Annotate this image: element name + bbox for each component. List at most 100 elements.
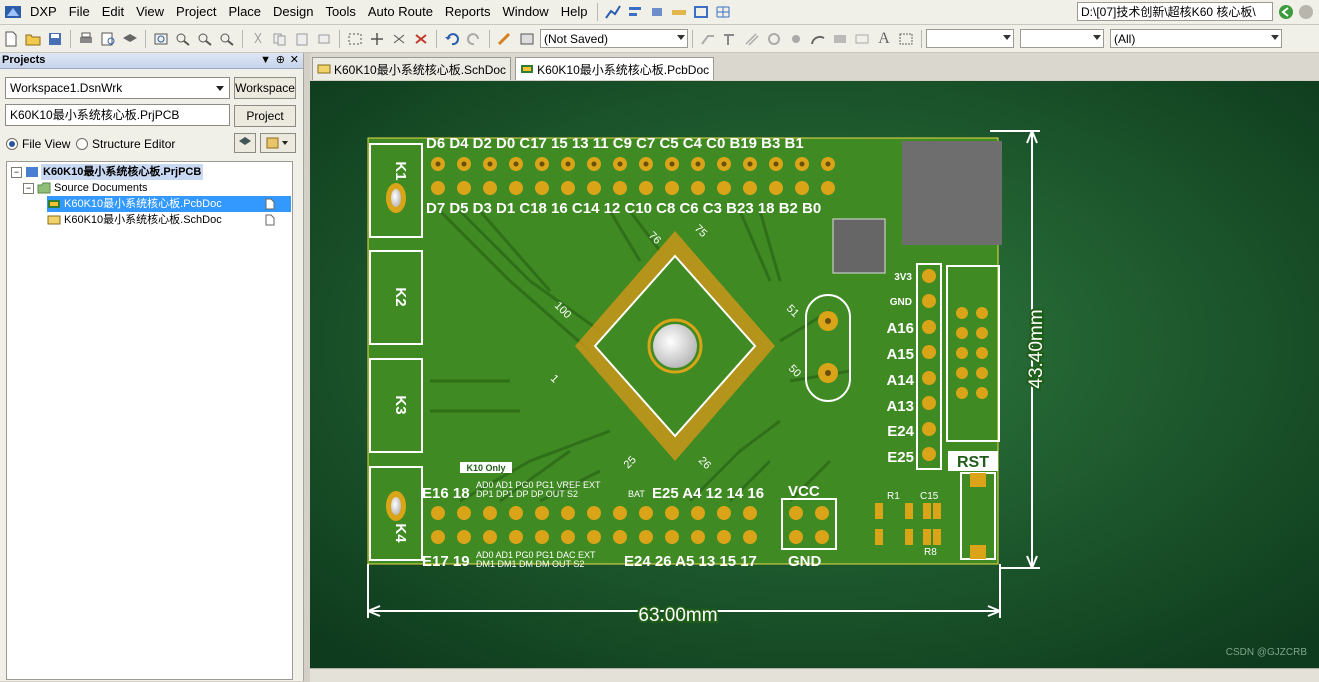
crossprobe-icon[interactable] <box>495 30 515 48</box>
open-folder-icon[interactable] <box>23 30 43 48</box>
align-icon[interactable] <box>625 3 645 21</box>
toolbar-separator <box>692 29 693 48</box>
tree-file-schdoc[interactable]: K60K10最小系统核心板.SchDoc <box>47 212 291 228</box>
forward-icon[interactable] <box>1296 3 1316 21</box>
chart-icon[interactable] <box>603 3 623 21</box>
menu-project[interactable]: Project <box>176 4 217 19</box>
ruler-icon[interactable] <box>669 3 689 21</box>
structure-editor-radio[interactable]: Structure Editor <box>76 137 175 151</box>
project-field[interactable]: K60K10最小系统核心板.PrjPCB <box>5 104 230 126</box>
zoom-area-icon[interactable] <box>173 30 193 48</box>
deselect-icon[interactable] <box>389 30 409 48</box>
net-combo[interactable] <box>1020 29 1104 48</box>
print-preview-icon[interactable] <box>98 30 118 48</box>
menu-view[interactable]: View <box>136 4 165 19</box>
clear-filter-icon[interactable] <box>411 30 431 48</box>
tab-schdoc[interactable]: K60K10最小系统核心板.SchDoc <box>312 57 512 80</box>
workspace-combo[interactable]: Workspace1.DsnWrk <box>5 77 230 99</box>
document-path-field[interactable]: D:\[07]技术创新\超核K60 核心板\ <box>1077 2 1273 21</box>
tab-schdoc-label: K60K10最小系统核心板.SchDoc <box>334 62 507 77</box>
move-icon[interactable] <box>367 30 387 48</box>
file-view-radio[interactable]: File View <box>6 137 70 151</box>
collapse-icon[interactable]: − <box>23 182 34 194</box>
array-paste-icon[interactable] <box>896 30 916 48</box>
browse-components-icon[interactable] <box>517 30 537 48</box>
k1-label: K1 <box>392 161 409 180</box>
menu-window[interactable]: Window <box>502 4 549 19</box>
menu-place[interactable]: Place <box>228 4 262 19</box>
copy-icon[interactable] <box>270 30 290 48</box>
horizontal-scrollbar[interactable] <box>310 668 1319 682</box>
side-label-gnd: GND <box>890 297 912 308</box>
component-icon[interactable] <box>647 3 667 21</box>
print-icon[interactable] <box>76 30 96 48</box>
rubber-stamp-icon[interactable] <box>314 30 334 48</box>
filter-combo[interactable]: (All) <box>1110 29 1282 48</box>
layers-icon[interactable] <box>120 30 140 48</box>
menu-auto-route[interactable]: Auto Route <box>367 4 433 19</box>
tab-pcbdoc[interactable]: K60K10最小系统核心板.PcbDoc <box>515 57 715 80</box>
string-icon[interactable]: A <box>878 29 890 47</box>
menu-edit[interactable]: Edit <box>101 4 125 19</box>
via-icon[interactable] <box>786 30 806 48</box>
arc-icon[interactable] <box>808 30 828 48</box>
grid-icon[interactable] <box>713 3 733 21</box>
paste-icon[interactable] <box>292 30 312 48</box>
back-icon[interactable] <box>1276 3 1296 21</box>
layer-combo[interactable] <box>926 29 1014 48</box>
menu-design[interactable]: Design <box>273 4 314 19</box>
redo-icon[interactable] <box>464 30 484 48</box>
document-tabs: K60K10最小系统核心板.SchDoc K60K10最小系统核心板.PcbDo… <box>310 53 1319 80</box>
project-options-icon[interactable] <box>234 133 256 153</box>
new-file-icon[interactable] <box>1 30 21 48</box>
close-icon[interactable]: ✕ <box>289 54 299 66</box>
interactive-route-icon[interactable] <box>698 30 718 48</box>
bat-label: BAT <box>628 489 645 499</box>
route-multiple-icon[interactable] <box>720 30 740 48</box>
window-icon[interactable] <box>691 3 711 21</box>
tree-file-pcbdoc[interactable]: K60K10最小系统核心板.PcbDoc <box>47 196 291 212</box>
signal-labels-top-row1: AD0 AD1 PG0 PG1 VREF EXT <box>476 480 601 490</box>
workspace-button[interactable]: Workspace <box>234 77 296 99</box>
document-options-icon[interactable] <box>260 133 296 153</box>
menu-tools[interactable]: Tools <box>325 4 356 19</box>
diff-pair-icon[interactable] <box>742 30 762 48</box>
undo-icon[interactable] <box>442 30 462 48</box>
collapse-icon[interactable]: − <box>11 166 22 178</box>
panel-menu-icon[interactable]: ▼ <box>260 54 271 66</box>
standard-toolbar: (Not Saved) A (All) <box>0 25 1319 53</box>
side-header-pads <box>922 269 936 461</box>
zoom-filtered-icon[interactable] <box>217 30 237 48</box>
pin-icon[interactable]: ⊕ <box>275 54 285 66</box>
select-area-icon[interactable] <box>345 30 365 48</box>
side-header-outline <box>916 263 942 470</box>
document-icon <box>265 198 275 210</box>
pad-icon[interactable] <box>764 30 784 48</box>
rst-label: RST <box>957 454 989 471</box>
chevron-down-icon <box>1271 35 1279 40</box>
mcu-lqfp-footprint <box>575 231 775 461</box>
saved-status-combo[interactable]: (Not Saved) <box>540 29 688 48</box>
zoom-fit-icon[interactable] <box>151 30 171 48</box>
dxp-logo-icon[interactable] <box>2 3 24 21</box>
bottom-header-pads <box>431 506 829 544</box>
save-icon[interactable] <box>45 30 65 48</box>
qfn-chip <box>832 218 886 274</box>
menu-reports[interactable]: Reports <box>444 4 491 19</box>
pcb-canvas[interactable]: D6 D4 D2 D0 C17 15 13 11 C9 C7 C5 C4 C0 … <box>310 81 1319 668</box>
fill-icon[interactable] <box>830 30 850 48</box>
large-component-body <box>902 141 1002 245</box>
dimension-vertical <box>990 130 1040 569</box>
tree-folder-node[interactable]: − Source Documents <box>23 180 291 196</box>
tree-project-node[interactable]: − K60K10最小系统核心板.PrjPCB <box>11 164 291 180</box>
menu-help[interactable]: Help <box>560 4 588 19</box>
cut-icon[interactable] <box>248 30 268 48</box>
structure-editor-label: Structure Editor <box>92 137 176 151</box>
polygon-icon[interactable] <box>852 30 872 48</box>
projects-panel-title: Projects ▼ ⊕ ✕ <box>0 53 303 69</box>
menu-file[interactable]: File <box>68 4 90 19</box>
menu-dxp[interactable]: DXP <box>30 4 57 19</box>
project-button[interactable]: Project <box>234 105 296 127</box>
signal-labels-bottom-row1: AD0 AD1 PG0 PG1 DAC EXT <box>476 550 596 560</box>
zoom-selected-icon[interactable] <box>195 30 215 48</box>
